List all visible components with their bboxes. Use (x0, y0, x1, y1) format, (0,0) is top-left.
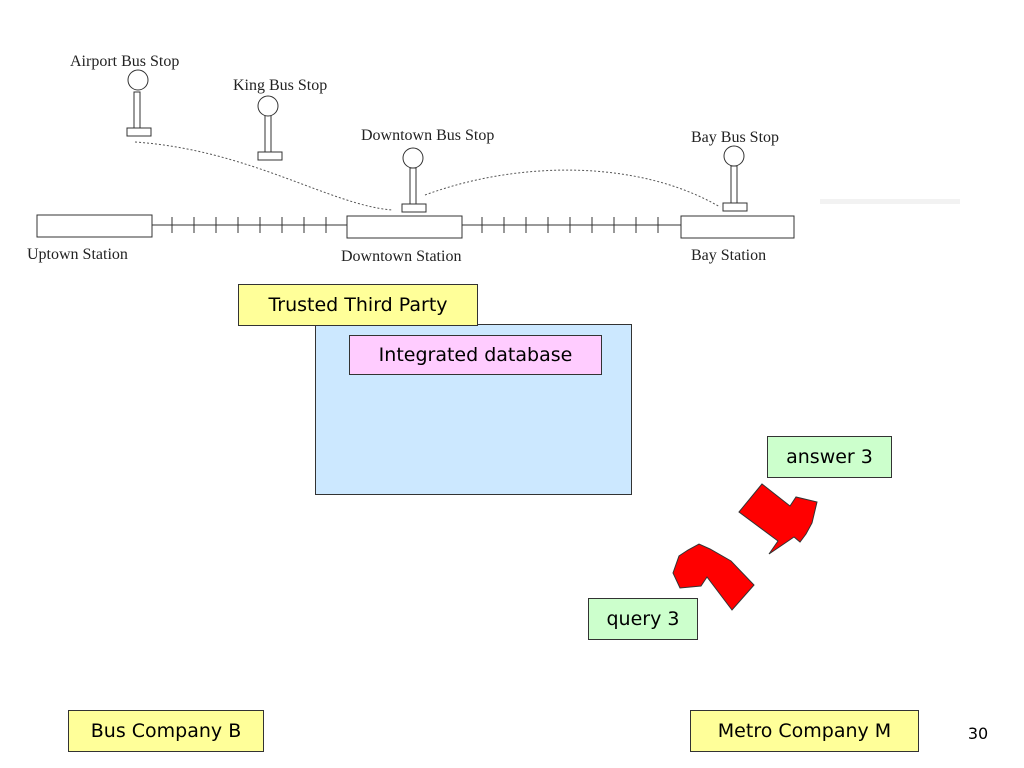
background-smudge (820, 199, 960, 204)
label-downtown-bus-stop: Downtown Bus Stop (361, 127, 494, 144)
railway-track (152, 217, 681, 233)
query-3-label: query 3 (588, 598, 698, 640)
label-king-bus-stop: King Bus Stop (233, 77, 327, 94)
query-arrow (672, 543, 755, 611)
bus-stop-king-icon (257, 95, 283, 161)
label-airport-bus-stop: Airport Bus Stop (70, 53, 179, 70)
label-downtown-station: Downtown Station (341, 248, 461, 265)
bus-route-airport-downtown (134, 141, 393, 211)
answer-arrow (738, 483, 818, 555)
label-uptown-station: Uptown Station (27, 246, 128, 263)
bus-route-downtown-bay (424, 169, 721, 208)
station-downtown (346, 215, 463, 239)
bus-company-b-label: Bus Company B (68, 710, 264, 752)
station-bay (680, 215, 795, 239)
station-uptown (36, 214, 153, 238)
page-number: 30 (967, 724, 989, 743)
bus-stop-bay-icon (722, 145, 748, 212)
integrated-database-label: Integrated database (349, 335, 602, 375)
trusted-third-party-label: Trusted Third Party (238, 284, 478, 326)
bus-stop-airport-icon (126, 69, 152, 137)
answer-3-label: answer 3 (767, 436, 892, 478)
label-bay-bus-stop: Bay Bus Stop (691, 129, 779, 146)
metro-company-m-label: Metro Company M (690, 710, 919, 752)
label-bay-station: Bay Station (691, 247, 766, 264)
bus-stop-downtown-icon (401, 147, 427, 213)
